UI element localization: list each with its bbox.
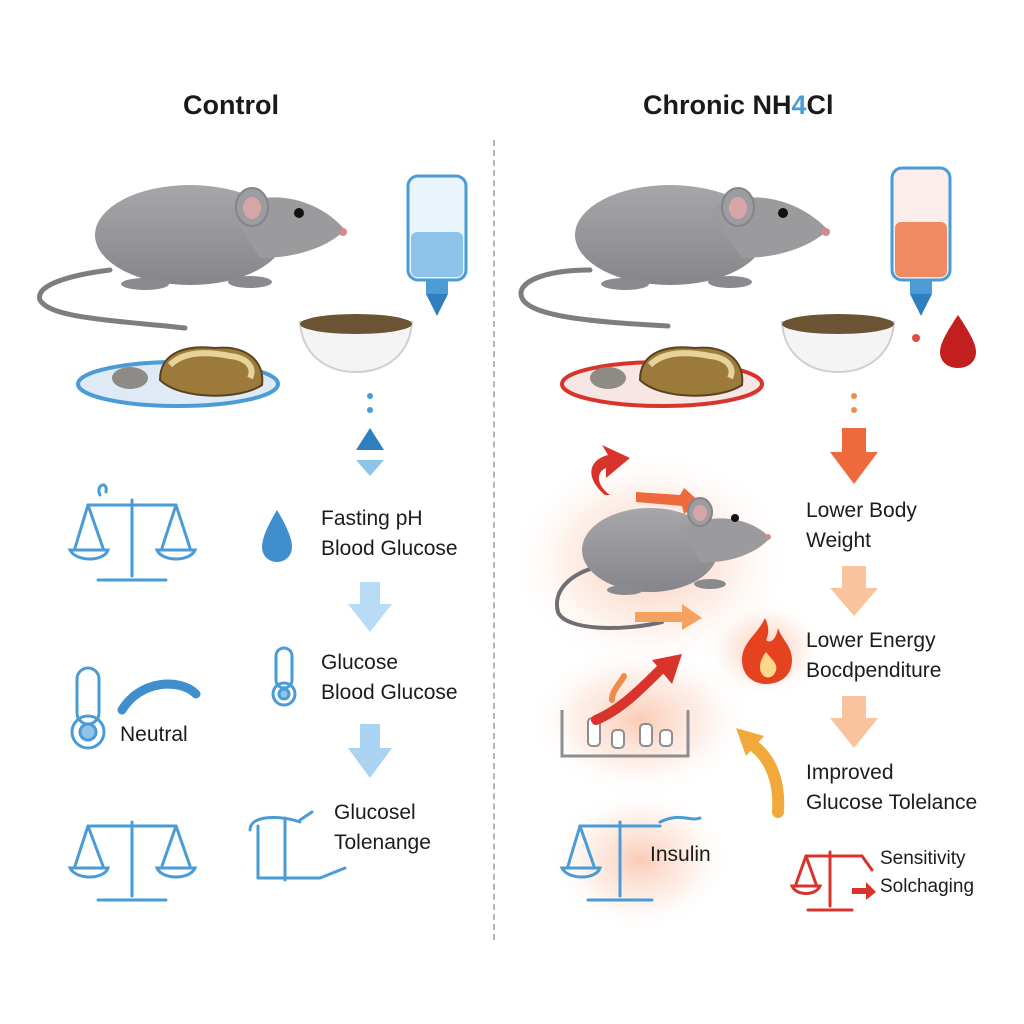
energy-label-line1: Lower Energy xyxy=(806,629,936,652)
curved-arrow-head xyxy=(736,728,764,756)
control-title: Control xyxy=(183,90,279,120)
treatment-title-end: Cl xyxy=(806,90,834,120)
insulin-balance-icon xyxy=(559,815,702,902)
treatment-food-plate xyxy=(560,346,764,408)
body-weight-label: Lower Body Weight xyxy=(806,496,917,556)
control-water-bottle xyxy=(406,174,468,316)
sensitivity-label-line1: Sensitivity xyxy=(880,848,966,869)
control-bowl xyxy=(298,314,414,374)
temperature-icon xyxy=(70,666,106,750)
tolerance-label-line1: Glucosel xyxy=(334,801,416,824)
blood-drop-icon xyxy=(262,510,292,562)
treatment-water-bottle xyxy=(890,166,952,316)
treatment-bowl xyxy=(780,314,896,374)
fasting-label-line2: Blood Glucose xyxy=(321,537,458,560)
control-mouse xyxy=(37,185,347,331)
blood-splash-dot xyxy=(912,334,920,342)
insulin-label: Insulin xyxy=(650,843,711,866)
tolerance-icon xyxy=(248,810,347,882)
control-balance-icon xyxy=(67,483,198,582)
body-weight-label-line1: Lower Body xyxy=(806,499,917,522)
treatment-mouse-small xyxy=(554,497,771,630)
orange-arrow-icon-2 xyxy=(635,604,702,630)
curved-up-arrow-icon xyxy=(742,736,785,818)
swirl-arrow-icon xyxy=(591,445,630,495)
control-balance-icon-2 xyxy=(67,820,198,902)
tolerance-label-line2: Tolenange xyxy=(334,831,431,854)
small-red-arrow-icon xyxy=(852,882,876,900)
orange-arrow-icon xyxy=(636,488,700,514)
flame-icon xyxy=(742,618,792,684)
tolerance-label: Glucosel Tolenange xyxy=(334,798,431,858)
improved-label-line2: Glucose Tolelance xyxy=(806,791,978,814)
glucose-label: Glucose Blood Glucose xyxy=(321,648,458,708)
cycle-arrow-icon xyxy=(117,679,201,715)
glucose-label-line2: Blood Glucose xyxy=(321,681,458,704)
control-food-plate xyxy=(76,346,280,408)
sensitivity-label-line2: Solchaging xyxy=(880,876,975,897)
fasting-label-line1: Fasting pH xyxy=(321,507,423,530)
body-weight-label-line2: Weight xyxy=(806,529,871,552)
treatment-title: Chronic NH4Cl xyxy=(643,90,834,121)
treatment-blood-drop-icon xyxy=(940,315,976,368)
sensitivity-balance-icon xyxy=(789,850,874,912)
improved-label: Improved Glucose Tolelance xyxy=(806,758,977,818)
treatment-title-sub: 4 xyxy=(791,90,807,120)
treatment-flow-arrows xyxy=(830,393,878,748)
energy-label-line2: Bocdpenditure xyxy=(806,659,942,682)
treatment-title-main: Chronic NH xyxy=(643,90,792,120)
sensitivity-label: Sensitivity Solchaging xyxy=(880,845,974,901)
control-flow-arrows xyxy=(348,393,392,778)
neutral-label: Neutral xyxy=(120,723,188,746)
treatment-mouse xyxy=(518,185,830,329)
fasting-label: Fasting pH Blood Glucose xyxy=(321,504,458,564)
glucose-label-line1: Glucose xyxy=(321,651,399,674)
energy-label: Lower Energy Bocdpenditure xyxy=(806,626,941,686)
thermometer-icon xyxy=(271,646,297,707)
panel-divider xyxy=(493,140,495,940)
glucose-chart-icon xyxy=(560,654,690,758)
improved-label-line1: Improved xyxy=(806,761,894,784)
